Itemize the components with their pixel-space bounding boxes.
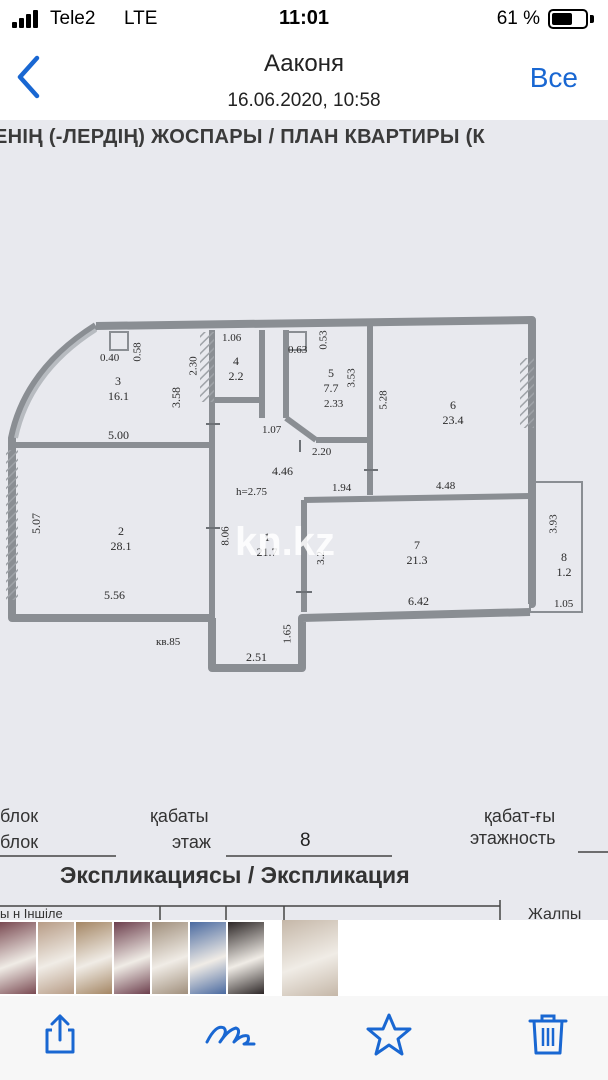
favorite-button[interactable] — [364, 1012, 414, 1056]
watermark: kn.kz — [235, 520, 336, 564]
block-label-ru: блок — [0, 832, 39, 852]
trash-icon — [528, 1014, 568, 1055]
chevron-left-icon — [17, 55, 40, 99]
all-photos-button[interactable]: Все — [529, 62, 578, 93]
dimension-label: 0.58 — [131, 342, 144, 362]
photo-thumbnail[interactable] — [114, 922, 150, 994]
floors-label-ru: этажность — [470, 828, 556, 848]
delete-button[interactable] — [526, 1012, 570, 1056]
network-type: LTE — [124, 8, 158, 29]
dimension-label: 0.40 — [100, 352, 120, 364]
battery-icon — [548, 9, 588, 29]
dimension-label: 5.07 — [29, 513, 43, 534]
dimension-label: 0.53 — [317, 330, 330, 350]
dimension-label: 1.94 — [332, 482, 352, 494]
photo-date: 16.06.2020, 10:58 — [227, 90, 381, 111]
photo-thumbnail[interactable] — [228, 922, 264, 994]
dimension-label: 5.28 — [377, 390, 390, 410]
floor-plan-drawing — [0, 316, 608, 920]
table-header-left: ы н Іншіле — [0, 906, 63, 920]
dimension-label: 1.05 — [554, 598, 574, 610]
block-label-kz: блок — [0, 806, 39, 826]
dimension-label: 3.93 — [547, 514, 560, 534]
battery-level — [552, 13, 572, 25]
album-title: Ааконя — [264, 50, 344, 77]
share-button[interactable] — [38, 1012, 82, 1056]
markup-icon — [205, 1025, 256, 1046]
photo-thumbnail[interactable] — [76, 922, 112, 994]
carrier-name: Tele2 — [50, 8, 96, 29]
dimension-label: 8.06 — [219, 526, 232, 546]
photo-thumbnail[interactable] — [190, 922, 226, 994]
cellular-signal-icon — [12, 10, 42, 28]
share-icon — [45, 1014, 75, 1054]
document-heading: ЕНІҢ (-ЛЕРДІҢ) ЖОСПАРЫ / ПЛАН КВАРТИРЫ (… — [0, 126, 486, 148]
dimension-label: 0.63 — [288, 344, 308, 356]
status-time: 11:01 — [278, 7, 330, 29]
ceiling-height: h=2.75 — [236, 486, 267, 498]
thumbnail-strip[interactable] — [0, 920, 608, 996]
dimension-label: 5.56 — [104, 588, 125, 602]
floor-label-kz: қабаты — [150, 806, 209, 826]
dimension-label: 1.06 — [222, 332, 242, 344]
photo-thumbnail[interactable] — [0, 922, 36, 994]
dimension-label: 2.33 — [324, 398, 344, 410]
dimension-label: 4.46 — [272, 464, 293, 478]
explication-title: Экспликациясы / Экспликация — [60, 862, 410, 888]
bottom-toolbar — [0, 996, 608, 1080]
dimension-label: 2.51 — [246, 650, 267, 664]
dimension-label: 4.48 — [436, 480, 456, 492]
dimension-label: 1.07 — [262, 424, 282, 436]
dimension-label: 3.58 — [169, 387, 183, 408]
photo-view[interactable]: ЕНІҢ (-ЛЕРДІҢ) ЖОСПАРЫ / ПЛАН КВАРТИРЫ (… — [0, 120, 608, 920]
markup-button[interactable] — [204, 1012, 256, 1056]
status-bar: Tele2 LTE 11:01 61 % — [0, 0, 608, 40]
apartment-number: кв.85 — [156, 636, 181, 648]
back-button[interactable] — [10, 52, 50, 102]
dimension-label: 6.42 — [408, 594, 429, 608]
floor-value: 8 — [300, 830, 311, 851]
table-header-total: Жалпы — [528, 906, 582, 920]
favorite-icon — [366, 1013, 412, 1056]
battery-percentage: 61 % — [496, 8, 540, 29]
photo-thumbnail[interactable] — [152, 922, 188, 994]
battery-tip — [590, 15, 594, 23]
dimension-label: 5.00 — [108, 428, 129, 442]
dimension-label: 2.30 — [187, 356, 200, 376]
navigation-bar: Ааконя 16.06.2020, 10:58 Все — [0, 40, 608, 120]
photo-thumbnail[interactable] — [38, 922, 74, 994]
floors-label-kz: қабат-ғы — [484, 806, 556, 826]
photo-thumbnail[interactable] — [282, 920, 338, 996]
dimension-label: 3.53 — [345, 368, 358, 388]
floor-label-ru: этаж — [172, 832, 211, 852]
dimension-label: 2.20 — [312, 446, 332, 458]
dimension-label: 1.65 — [281, 624, 294, 644]
